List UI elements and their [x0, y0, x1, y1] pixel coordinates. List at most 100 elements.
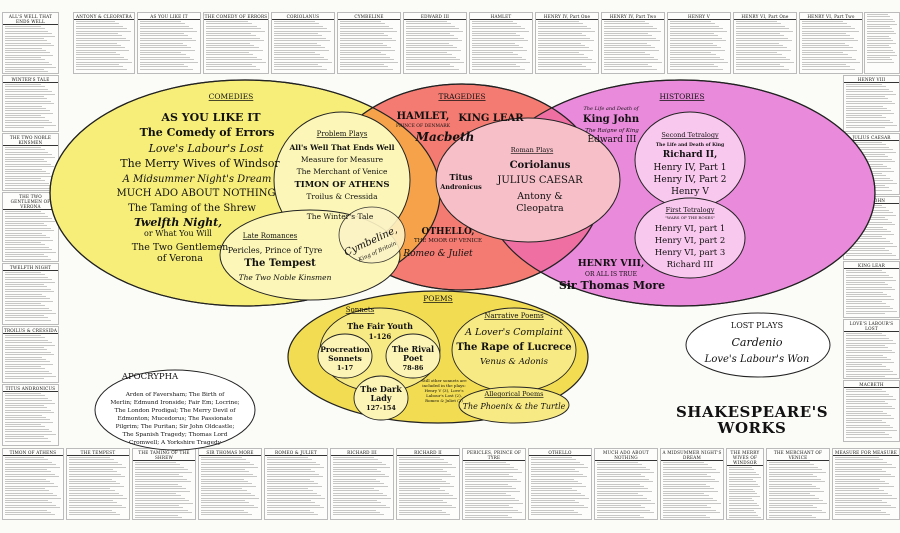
text-line: [834, 511, 886, 513]
text-line: [662, 502, 721, 504]
text-line: [68, 459, 114, 461]
text-line: [4, 225, 48, 227]
text-line: [471, 23, 517, 25]
text-line: [669, 35, 718, 37]
text-line: [464, 514, 509, 516]
text-line: [768, 493, 811, 495]
text-line: [537, 25, 588, 27]
text-line: [596, 490, 652, 492]
text-line: [866, 42, 896, 44]
text-line: [273, 32, 318, 34]
text-line: [735, 64, 781, 66]
text-line: [530, 500, 576, 502]
sonnet-procreation-range: 1-17: [337, 364, 353, 372]
play-column-title: RICHARD II: [397, 449, 459, 456]
text-line: [530, 459, 576, 461]
text-line: [4, 502, 52, 504]
text-line: [866, 23, 897, 25]
text-line: [4, 88, 49, 90]
text-line: [603, 59, 658, 61]
play-column-title: CORIOLANUS: [272, 13, 334, 20]
text-line: [845, 281, 885, 283]
text-line: [464, 490, 520, 492]
tetra2-henry-v: Henry V: [671, 187, 709, 197]
text-line: [464, 497, 515, 499]
play-column-title: MEASURE FOR MEASURE: [833, 449, 899, 456]
text-line: [464, 462, 506, 463]
text-line: [669, 52, 712, 54]
text-line: [398, 507, 456, 509]
text-line: [75, 23, 120, 25]
text-line: [68, 478, 112, 480]
text-line: [4, 93, 56, 95]
text-line: [405, 30, 464, 32]
text-line: [4, 175, 54, 177]
text-line: [845, 270, 882, 271]
text-line: [801, 64, 847, 66]
apocrypha-line: Cromwell; A Yorkshire Tragedy: [129, 440, 222, 446]
text-line: [266, 473, 319, 475]
sonnets-note-line: included in the plays:: [422, 383, 466, 388]
text-line: [134, 483, 178, 485]
comedy-comedy-of-errors: The Comedy of Errors: [140, 126, 275, 139]
play-column: SIR THOMAS MORE: [198, 448, 262, 520]
text-line: [273, 64, 319, 66]
apocrypha-line: Arden of Faversham; The Birth of: [125, 392, 225, 398]
lost-cardenio: Cardenio: [731, 336, 782, 349]
text-line: [4, 344, 56, 346]
text-line: [339, 61, 398, 63]
text-line: [866, 47, 891, 49]
text-line: [866, 33, 897, 35]
text-line: [4, 507, 60, 509]
text-line: [4, 409, 51, 411]
text-line: [735, 61, 794, 63]
text-line: [68, 492, 119, 494]
text-line: [200, 504, 254, 506]
text-line: [464, 516, 513, 518]
play-column: RICHARD III: [330, 448, 394, 520]
text-line: [273, 35, 322, 37]
text-line: [205, 30, 266, 32]
text-line: [4, 154, 52, 156]
text-line: [4, 438, 48, 440]
text-line: [530, 466, 589, 468]
play-column: ANTONY & CLEOPATRA: [73, 12, 135, 74]
cymbeline-region: [338, 206, 406, 264]
sonnet-procreation-sub: Sonnets: [328, 354, 362, 363]
text-line: [801, 21, 843, 22]
text-line: [728, 500, 755, 502]
text-line: [405, 66, 455, 68]
text-line: [471, 35, 520, 37]
sonnets-heading: Sonnets: [346, 306, 375, 314]
text-line: [134, 478, 187, 480]
text-line: [728, 478, 754, 480]
text-line: [464, 495, 511, 497]
apocrypha-heading: APOCRYPHA: [121, 372, 179, 382]
text-line: [4, 40, 48, 42]
text-line: [596, 466, 647, 468]
text-line: [4, 151, 49, 153]
text-line: [735, 47, 787, 49]
apocrypha-line: Merlin; Edmund Ironside; Fair Em; Locrin…: [110, 400, 239, 406]
text-line: [662, 514, 707, 516]
text-line: [4, 457, 45, 458]
text-line: [332, 507, 390, 509]
text-line: [200, 461, 251, 463]
text-line: [662, 512, 720, 514]
text-line: [471, 59, 526, 61]
text-line: [405, 64, 451, 66]
text-line: [464, 469, 519, 471]
comedies-heading: COMEDIES: [209, 92, 254, 101]
text-line: [669, 49, 725, 51]
text-line: [845, 342, 897, 344]
text-line: [662, 469, 717, 471]
text-line: [266, 514, 319, 516]
text-line: [266, 478, 310, 480]
text-line: [75, 21, 116, 22]
text-line: [134, 462, 176, 463]
text-line: [4, 424, 42, 426]
comedy-twelfth-night: Twelfth Night,: [134, 216, 222, 229]
text-line: [273, 37, 326, 39]
text-line: [4, 349, 48, 351]
text-line: [139, 37, 192, 39]
